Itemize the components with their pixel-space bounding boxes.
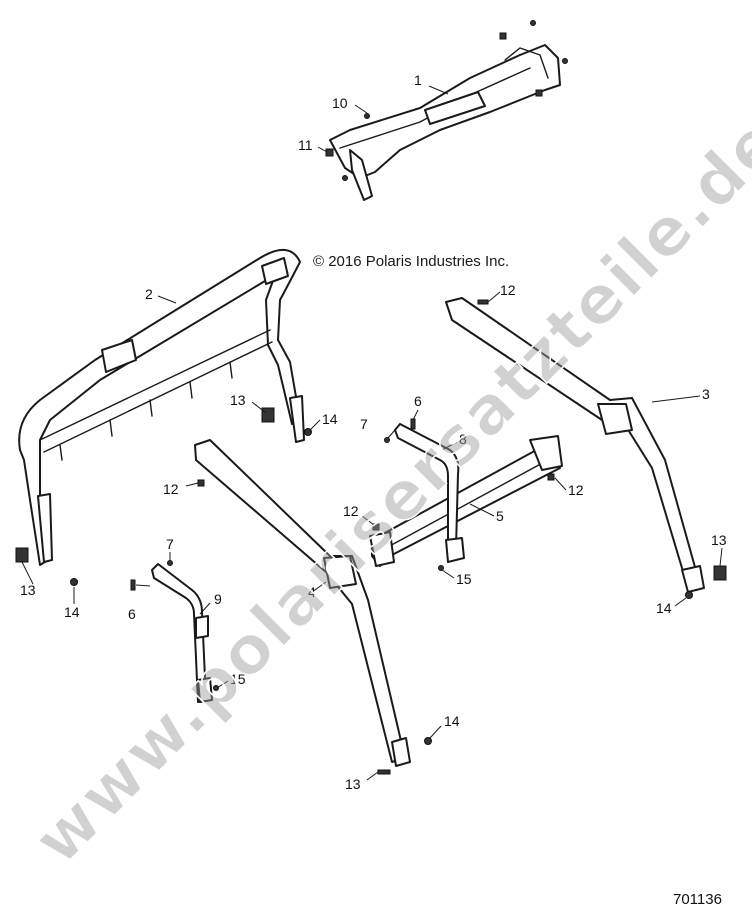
part-1-rear-header-panel <box>329 20 568 201</box>
clip-13-right <box>713 565 727 581</box>
callout-13-left: 13 <box>20 582 36 598</box>
bolt-6-center <box>410 418 416 430</box>
part-5-cross-brace <box>369 435 563 567</box>
callout-14-upper: 14 <box>322 411 338 427</box>
part-3-rear-support-right <box>445 297 705 593</box>
callout-8: 8 <box>459 431 467 447</box>
part-10-screw <box>364 113 370 119</box>
leader-lines <box>21 85 723 781</box>
copyright-notice: © 2016 Polaris Industries Inc. <box>313 253 509 270</box>
document-number: 701136 <box>673 891 722 908</box>
callout-10: 10 <box>332 95 348 111</box>
screw-7-center <box>384 437 390 443</box>
screw-15-center <box>438 565 444 571</box>
callout-13-right: 13 <box>711 532 727 548</box>
nut-14-left <box>70 578 78 586</box>
nut-14-right <box>685 591 693 599</box>
part-1-fastener-top <box>530 20 536 26</box>
callout-7-center: 7 <box>360 416 368 432</box>
nut-14-upper <box>304 428 312 436</box>
bolt-6-left <box>130 579 136 591</box>
callout-14-lower: 14 <box>444 713 460 729</box>
callout-12-left: 12 <box>163 481 179 497</box>
part-1-fastener-left <box>342 175 348 181</box>
part-8-grab-bar <box>394 423 465 563</box>
bolt-13-lower <box>377 769 391 775</box>
callout-12-top-right: 12 <box>500 282 516 298</box>
part-1-nut-right <box>535 89 543 97</box>
callout-13-lower: 13 <box>345 776 361 792</box>
screw-7-left <box>167 560 173 566</box>
callout-13-upper: 13 <box>230 392 246 408</box>
bolt-12-top-right <box>477 299 489 305</box>
callout-1: 1 <box>414 72 422 88</box>
callout-7-left: 7 <box>166 536 174 552</box>
part-9-lower-grab-handle <box>151 563 213 703</box>
callout-11: 11 <box>298 137 313 153</box>
part-2-front-roll-cage <box>18 249 305 566</box>
callout-labels: 1 10 11 2 12 3 13 14 6 7 8 12 12 12 5 7 … <box>20 72 727 792</box>
part-11-nut <box>325 148 334 157</box>
callout-12-center: 12 <box>343 503 359 519</box>
callout-15-left: 15 <box>230 671 246 687</box>
callout-6-left: 6 <box>128 606 136 622</box>
callout-5: 5 <box>496 508 504 524</box>
part-1-fastener-right <box>562 58 568 64</box>
callout-3: 3 <box>702 386 710 402</box>
callout-14-left: 14 <box>64 604 80 620</box>
nut-12-left <box>197 479 205 487</box>
callout-9: 9 <box>214 591 222 607</box>
watermark-text: www.polarisersatzteile.de <box>19 102 752 879</box>
hardware-fasteners <box>15 299 727 775</box>
nut-12-center <box>372 523 380 531</box>
part-1-nut-top <box>499 32 507 40</box>
callout-6-center: 6 <box>414 393 422 409</box>
clip-13-left <box>15 547 29 563</box>
nut-14-lower <box>424 737 432 745</box>
callout-2: 2 <box>145 286 153 302</box>
nut-12-right <box>547 473 555 481</box>
callout-4: 4 <box>308 584 316 600</box>
clip-13-upper <box>261 407 275 423</box>
part-4-rear-support-left <box>194 439 411 767</box>
screw-15-left <box>213 685 219 691</box>
callout-12-right: 12 <box>568 482 584 498</box>
callout-14-right: 14 <box>656 600 672 616</box>
callout-15-center: 15 <box>456 571 472 587</box>
